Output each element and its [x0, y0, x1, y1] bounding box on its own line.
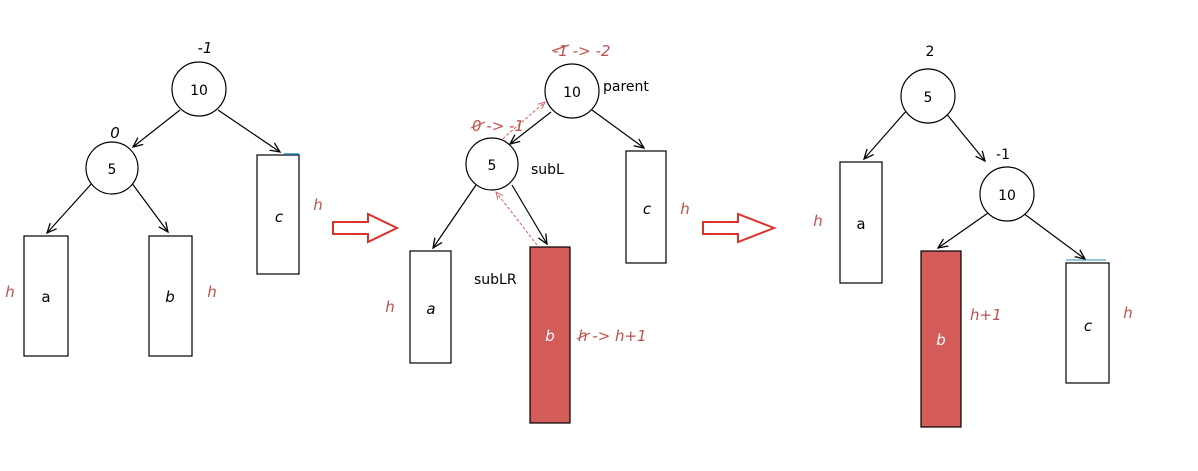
node-key: 10 [563, 85, 581, 101]
subtree-b: b [148, 235, 193, 357]
subtree-label: b [545, 327, 555, 345]
parent-pointer-dashed [496, 192, 538, 246]
height-a: h [813, 212, 823, 230]
edge-5-to-a [47, 181, 94, 233]
subtree-label: b [936, 331, 946, 349]
strike-through [470, 121, 486, 129]
node-key: 5 [924, 90, 933, 106]
balance-factor-10-change: -1 -> -2 [551, 42, 610, 60]
subtree-label: a [426, 300, 435, 318]
stage-1: 10 -1 5 0 a h b h c h [5, 39, 323, 357]
node-key: 5 [108, 162, 117, 178]
node-10: 10 [171, 61, 227, 117]
edge-10-to-5 [133, 109, 181, 147]
strike-through [551, 44, 570, 52]
svg-text:-1 -> -2: -1 -> -2 [553, 42, 610, 60]
subtree-label: c [1084, 317, 1093, 335]
height-c: h [1123, 304, 1133, 322]
height-new: -> h+1 [588, 327, 647, 345]
balance-factor-new: -> -1 [482, 117, 524, 135]
edge-5-to-b [130, 181, 168, 232]
edge-5-to-a [864, 109, 908, 159]
edge-5-to-10 [944, 111, 985, 161]
subtree-label: c [643, 200, 652, 218]
edge-5-to-b [511, 184, 547, 244]
height-a: h [5, 283, 15, 301]
edge-10-to-c [1022, 212, 1085, 259]
height-b: h+1 [970, 306, 1002, 324]
balance-factor-new: -> -2 [568, 42, 610, 60]
node-key: 5 [488, 158, 497, 174]
subtree-label: a [856, 215, 865, 233]
subtree-label: c [275, 208, 284, 226]
subtree-c: c [256, 153, 300, 275]
node-5: 5 [465, 137, 519, 191]
parent-pointer-dashed [498, 102, 545, 143]
edge-10-to-b [938, 212, 989, 248]
height-b-change: h -> h+1 [576, 327, 647, 345]
node-key: 10 [998, 188, 1016, 204]
strike-through [576, 332, 591, 340]
stage-2: 10 parent -1 -> -2 5 subL 0 -> -1 a h su… [385, 42, 690, 424]
edge-10-to-c [217, 109, 280, 152]
node-10: 10 [979, 166, 1035, 222]
node-5: 5 [85, 141, 139, 195]
edge-5-to-a [433, 184, 477, 248]
subtree-c: c [1065, 259, 1110, 384]
balance-factor-5: 0 [110, 124, 120, 142]
label-subLR: subLR [474, 272, 517, 288]
height-b: h [207, 283, 217, 301]
node-key: 10 [190, 83, 208, 99]
height-c: h [680, 200, 690, 218]
edge-10-to-5 [510, 111, 552, 144]
subtree-a: a [23, 235, 69, 357]
subtree-a: a [409, 250, 452, 364]
stage-3: 5 2 10 -1 a h b h+1 c h [813, 44, 1133, 428]
svg-text:0 -> -1: 0 -> -1 [472, 117, 524, 135]
subtree-label: b [165, 288, 175, 306]
height-a: h [385, 298, 395, 316]
node-5: 5 [900, 68, 956, 124]
balance-factor-old: -1 [553, 42, 568, 60]
node-10: 10 [544, 63, 600, 119]
label-subL: subL [531, 162, 564, 178]
balance-factor-5: 2 [926, 44, 935, 60]
subtree-c: c [625, 150, 667, 264]
height-c: h [313, 196, 323, 214]
label-parent: parent [603, 79, 649, 95]
transition-arrow-1 [332, 212, 400, 244]
transition-arrow-2 [702, 212, 777, 244]
balance-factor-5-change: 0 -> -1 [470, 117, 524, 135]
subtree-label: a [41, 288, 50, 306]
subtree-a: a [839, 161, 883, 284]
edge-10-to-c [591, 109, 644, 148]
balance-factor-10: -1 [198, 39, 213, 57]
svg-text:h -> h+1: h -> h+1 [578, 327, 647, 345]
subtree-b: b [920, 250, 962, 428]
subtree-b: b [529, 246, 571, 424]
balance-factor-10: -1 [996, 147, 1010, 163]
